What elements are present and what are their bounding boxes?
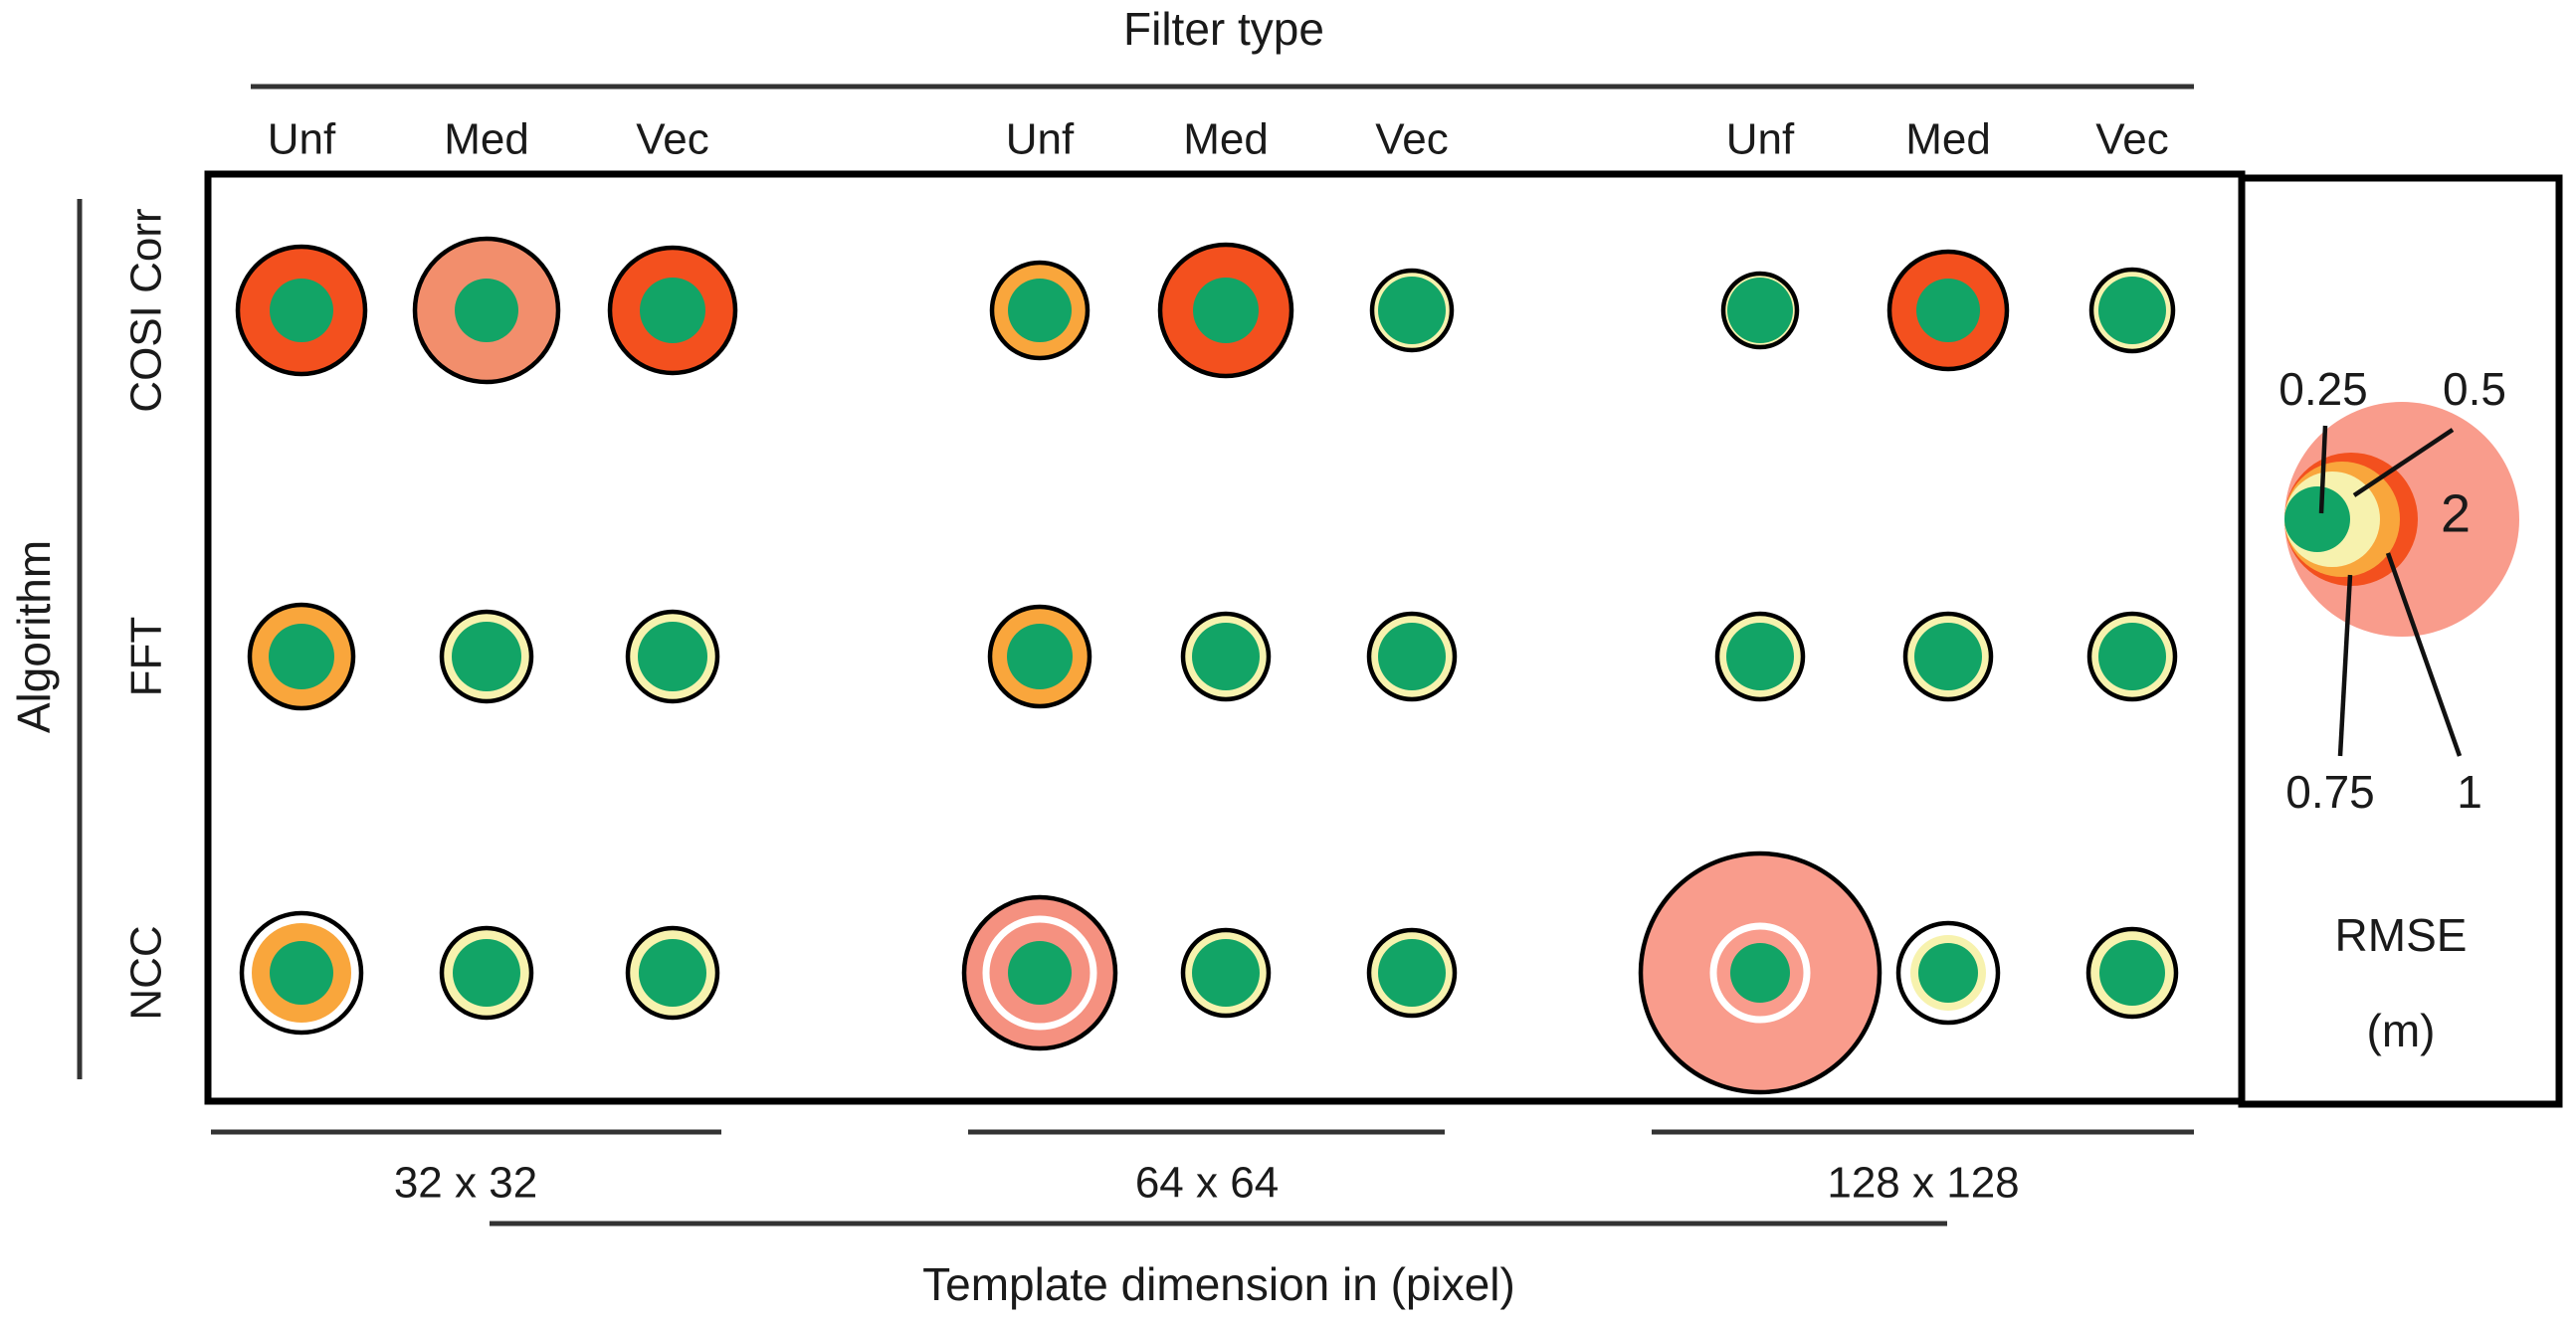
rmse-bubble-fft-64x64-unf-ring1	[1007, 624, 1073, 689]
rmse-bubble-ncc-64x64-med-ring1	[1192, 939, 1260, 1007]
column-label-med-1: Med	[444, 115, 529, 164]
rmse-bubble-cosi-corr-128x128-med-ring1	[1916, 279, 1980, 342]
legend-leader-line-3	[2385, 552, 2463, 757]
rmse-bubble-ncc-128x128-unf-ring1	[1709, 922, 1811, 1024]
rmse-bubble-fft-32x32-vec-ring1	[638, 622, 707, 691]
rmse-bubble-cosi-corr-32x32-vec-ring1	[640, 278, 705, 343]
rmse-bubble-ncc-64x64-unf-ring2	[1008, 941, 1072, 1005]
column-label-med-4: Med	[1183, 115, 1269, 164]
rmse-bubble-cosi-corr-64x64-med-ring1	[1193, 278, 1259, 343]
rmse-bubble-cosi-corr-32x32-unf-ring1	[270, 279, 333, 342]
column-label-vec-2: Vec	[636, 115, 708, 164]
row-label-ncc: NCC	[122, 925, 171, 1020]
legend-bubbles	[2284, 402, 2519, 637]
legend-leader-line-2	[2337, 574, 2353, 757]
column-label-unf-3: Unf	[1006, 115, 1075, 164]
rmse-bubble-cosi-corr-128x128-vec-ring1	[2098, 277, 2166, 344]
rmse-bubble-ncc-64x64-vec-ring1	[1378, 939, 1446, 1007]
filter-type-title: Filter type	[1123, 3, 1324, 55]
rmse-bubble-fft-32x32-med-ring1	[452, 622, 521, 691]
column-label-unf-0: Unf	[268, 115, 336, 164]
legend-leader-line-1	[2352, 428, 2455, 497]
column-label-vec-8: Vec	[2095, 115, 2168, 164]
template-axis-label: Template dimension in (pixel)	[922, 1258, 1515, 1310]
rmse-bubble-cosi-corr-32x32-med-ring1	[455, 279, 518, 342]
legend-value-label-0.5: 0.5	[2443, 363, 2506, 415]
rmse-bubble-ncc-64x64-unf-ring1	[982, 915, 1097, 1031]
legend-value-labels: 0.25 0.5 0.75 1 2	[2279, 363, 2506, 818]
rmse-bubble-fft-64x64-med-ring1	[1192, 623, 1260, 690]
rmse-bubble-ncc-32x32-unf-ring2	[270, 941, 333, 1005]
legend-value-label-2: 2	[2441, 483, 2471, 543]
group-label-32x32: 32 x 32	[394, 1159, 537, 1208]
legend-leader-lines	[2318, 425, 2463, 757]
group-label-64x64: 64 x 64	[1135, 1159, 1279, 1208]
rmse-bubble-fft-128x128-unf-ring1	[1726, 623, 1794, 690]
legend-value-label-1: 1	[2457, 766, 2482, 818]
legend-box	[2238, 174, 2563, 1108]
rmse-bubble-ncc-128x128-vec-ring1	[2099, 940, 2165, 1006]
rmse-bubble-cosi-corr-64x64-unf-ring1	[1008, 279, 1072, 342]
template-dimension-groups: 32 x 32 64 x 64 128 x 128	[211, 1129, 2194, 1208]
group-label-128x128: 128 x 128	[1827, 1159, 2019, 1208]
algorithm-title: Algorithm	[8, 540, 60, 733]
rmse-bubble-cosi-corr-64x64-vec-ring1	[1378, 277, 1446, 344]
legend-value-label-0.75: 0.75	[2285, 766, 2375, 818]
matrix-cells	[235, 236, 2179, 1095]
column-label-med-7: Med	[1905, 115, 1991, 164]
legend-leader-line-0	[2318, 425, 2328, 514]
row-label-cosi-corr: COSI Corr	[122, 208, 171, 412]
legend-title-unit: (m)	[2367, 1005, 2436, 1056]
row-label-fft: FFT	[122, 617, 171, 697]
rmse-bubble-ncc-32x32-vec-ring1	[639, 939, 706, 1007]
rmse-bubble-ncc-128x128-unf-ring2	[1730, 943, 1790, 1003]
rmse-bubble-fft-128x128-vec-ring1	[2098, 623, 2166, 690]
rmse-bubble-ncc-128x128-med-ring2	[1918, 943, 1978, 1003]
column-label-unf-6: Unf	[1726, 115, 1795, 164]
column-label-vec-5: Vec	[1375, 115, 1448, 164]
rmse-bubble-ncc-32x32-med-ring1	[453, 939, 520, 1007]
rmse-bubble-fft-32x32-unf-ring1	[269, 624, 334, 689]
legend-title-rmse: RMSE	[2335, 909, 2468, 961]
column-labels: Unf Med Vec Unf Med Vec Unf Med Vec	[268, 115, 2169, 164]
rmse-bubble-fft-64x64-vec-ring1	[1378, 623, 1446, 690]
rmse-bubble-cosi-corr-128x128-unf-ring1	[1727, 278, 1793, 343]
legend-bubble-0.25	[2284, 486, 2350, 552]
legend-value-label-0.25: 0.25	[2279, 363, 2368, 415]
rmse-bubble-fft-128x128-med-ring1	[1914, 623, 1982, 690]
